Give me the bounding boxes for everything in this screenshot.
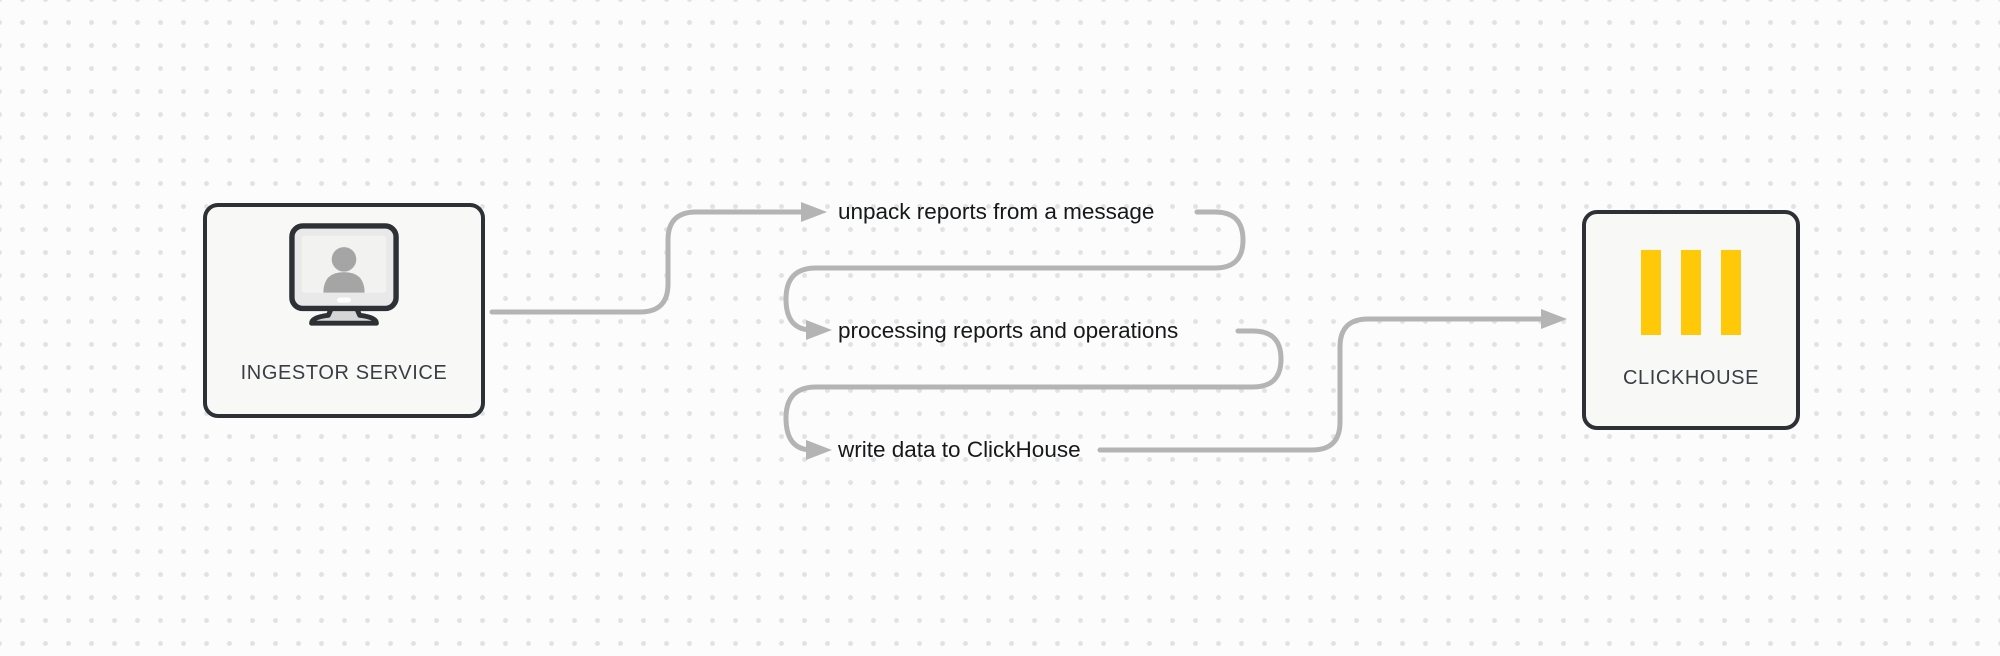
connector-step2-to-step3: [783, 328, 1284, 453]
connector-step3-to-clickhouse: [1097, 316, 1545, 453]
connector-step1-to-step2: [783, 209, 1246, 333]
connector-ingestor-to-step1: [489, 209, 805, 315]
monitor-user-icon: [278, 223, 410, 340]
node-label-clickhouse: CLICKHOUSE: [1622, 367, 1760, 389]
clickhouse-bars-icon: [1641, 250, 1741, 335]
node-ingestor-service: INGESTOR SERVICE: [203, 203, 485, 418]
arrow-head-icon: [1541, 309, 1567, 329]
node-label-ingestor: INGESTOR SERVICE: [240, 362, 448, 384]
arrow-head-icon: [801, 202, 827, 222]
step-label-write: write data to ClickHouse: [838, 437, 1081, 462]
node-clickhouse: CLICKHOUSE: [1582, 210, 1800, 430]
step-label-unpack: unpack reports from a message: [838, 199, 1155, 224]
step-label-processing: processing reports and operations: [838, 318, 1179, 343]
arrow-head-icon: [806, 320, 832, 340]
arrow-head-icon: [806, 440, 832, 460]
